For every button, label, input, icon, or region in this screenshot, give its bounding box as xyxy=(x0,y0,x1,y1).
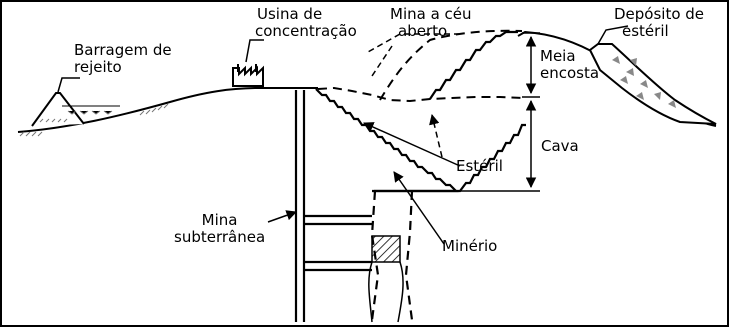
waste-pointers xyxy=(363,113,461,167)
label-underground-line1: Mina xyxy=(201,211,238,229)
tailings-dam-leader xyxy=(57,77,80,93)
label-half-slope-line2: encosta xyxy=(540,64,600,82)
open-pit xyxy=(315,29,526,193)
concentration-plant-icon xyxy=(232,64,264,87)
label-underground-line2: subterrânea xyxy=(174,228,266,246)
label-waste-dump-line1: Depósito de xyxy=(614,5,705,23)
label-waste-dump: Depósito de estéril xyxy=(614,6,704,40)
open-pit-leader2 xyxy=(371,45,393,77)
label-ore: Minério xyxy=(442,237,498,255)
waste-dump xyxy=(588,43,717,125)
label-waste: Estéril xyxy=(456,157,503,175)
label-tailings-dam-line2: rejeito xyxy=(74,58,122,76)
underground-pointer xyxy=(267,210,297,223)
ore-pointer xyxy=(393,171,445,245)
label-tailings-dam-line1: Barragem de xyxy=(74,41,172,59)
label-waste-dump-line2: estéril xyxy=(622,22,669,40)
label-half-slope-line1: Meia xyxy=(540,47,576,65)
open-pit-leader xyxy=(367,33,460,53)
label-pit: Cava xyxy=(541,137,579,155)
label-tailings-dam: Barragem de rejeito xyxy=(74,42,172,76)
label-concentration-plant: Usina de concentração xyxy=(255,6,357,40)
concentration-plant-leader xyxy=(245,39,264,63)
waste-dump-leader xyxy=(597,25,629,45)
terrain-left xyxy=(17,87,318,133)
dimension-lines xyxy=(456,32,540,192)
label-concentration-plant-line2: concentração xyxy=(255,22,357,40)
label-open-pit: Mina a céu aberto xyxy=(390,6,472,40)
underground-mine xyxy=(294,90,372,322)
label-open-pit-line2: aberto xyxy=(398,22,448,40)
label-open-pit-line1: Mina a céu xyxy=(390,5,472,23)
label-concentration-plant-line1: Usina de xyxy=(257,5,323,23)
tailings-dam xyxy=(31,92,120,127)
ore-body xyxy=(368,190,414,323)
label-half-slope: Meia encosta xyxy=(540,48,599,82)
label-underground: Mina subterrânea xyxy=(174,212,265,246)
